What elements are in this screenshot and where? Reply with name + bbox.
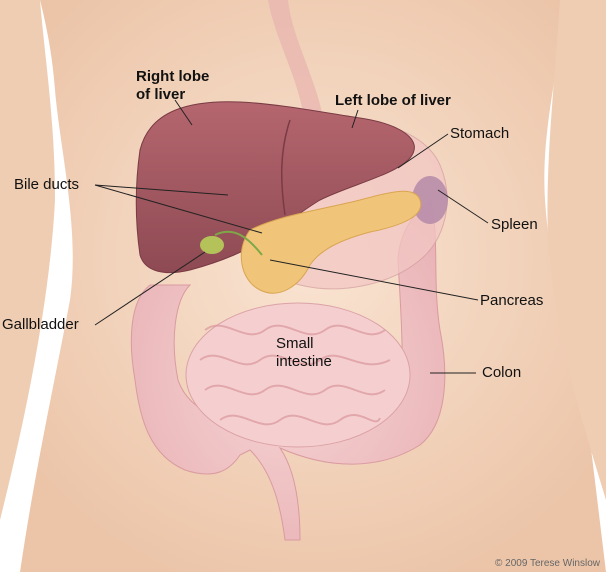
- gallbladder: [200, 236, 224, 254]
- label-small-intestine: Small intestine: [276, 335, 332, 371]
- label-left-lobe-of-liver: Left lobe of liver: [335, 92, 451, 110]
- label-bile-ducts: Bile ducts: [14, 176, 79, 194]
- label-spleen: Spleen: [491, 216, 538, 234]
- label-right-lobe-of-liver: Right lobe of liver: [136, 68, 209, 104]
- small-intestine: [186, 303, 410, 447]
- label-colon: Colon: [482, 364, 521, 382]
- label-pancreas: Pancreas: [480, 292, 543, 310]
- copyright-credit: © 2009 Terese Winslow: [495, 558, 600, 569]
- label-gallbladder: Gallbladder: [2, 316, 79, 334]
- label-stomach: Stomach: [450, 125, 509, 143]
